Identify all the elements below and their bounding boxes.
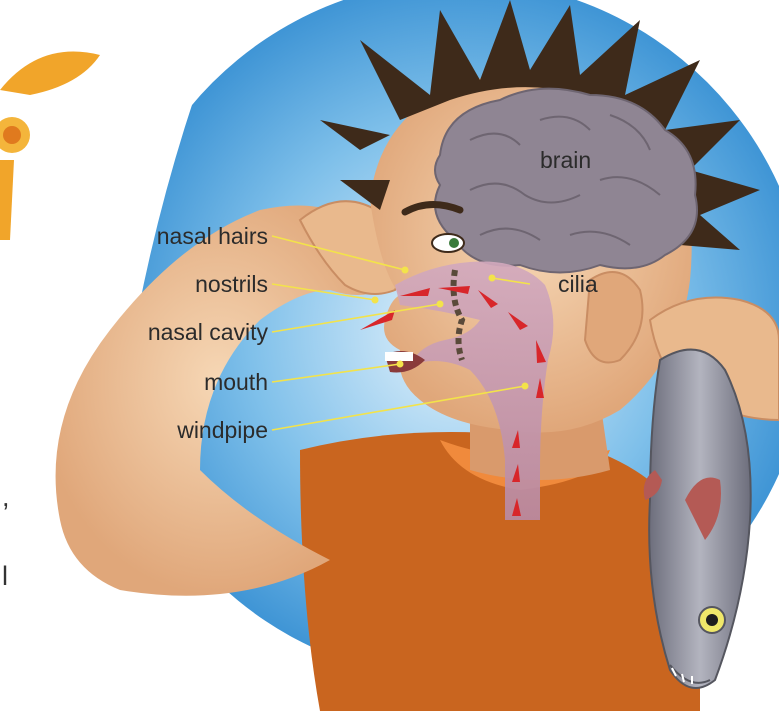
edge-text-fragment-1: ,: [2, 482, 10, 512]
edge-text-fragment-2: l: [2, 561, 8, 591]
teeth: [385, 352, 413, 361]
label-mouth: mouth: [204, 369, 268, 395]
label-nasal-hairs: nasal hairs: [157, 223, 268, 249]
label-windpipe: windpipe: [176, 417, 268, 443]
label-cilia: cilia: [558, 271, 598, 297]
label-nostrils: nostrils: [195, 271, 268, 297]
label-nasal-cavity: nasal cavity: [148, 319, 269, 345]
label-brain: brain: [540, 147, 591, 173]
eye: [432, 234, 464, 252]
pupil: [449, 238, 459, 248]
